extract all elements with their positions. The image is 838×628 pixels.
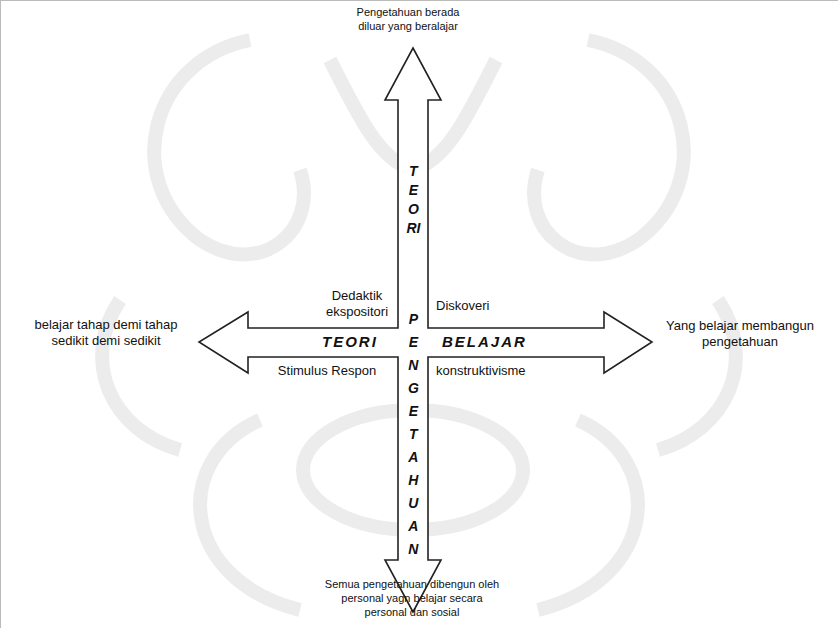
page-border bbox=[0, 0, 1, 628]
axis-end-label: Yang belajar membangun pengetahuan bbox=[660, 318, 820, 351]
axis-title: BELAJAR bbox=[442, 333, 527, 352]
page-border bbox=[0, 0, 838, 1]
quadrant-label: konstruktivisme bbox=[436, 363, 556, 379]
cross-arrows bbox=[199, 48, 652, 612]
quadrant-label: Stimulus Respon bbox=[262, 363, 392, 379]
axis-title: TEORI bbox=[322, 333, 378, 352]
axis-title: PENGETAHUAN bbox=[405, 308, 422, 561]
axis-title: TEORI bbox=[405, 162, 422, 238]
quadrant-label: Dedaktik ekspositori bbox=[318, 288, 396, 321]
quadrant-label: Diskoveri bbox=[436, 298, 516, 314]
axis-end-label: Semua pengetahuan dibengun oleh personal… bbox=[322, 578, 502, 619]
axis-end-label: belajar tahap demi tahap sedikit demi se… bbox=[20, 317, 192, 350]
axis-end-label: Pengetahuan berada diluar yang beralajar bbox=[343, 6, 473, 34]
